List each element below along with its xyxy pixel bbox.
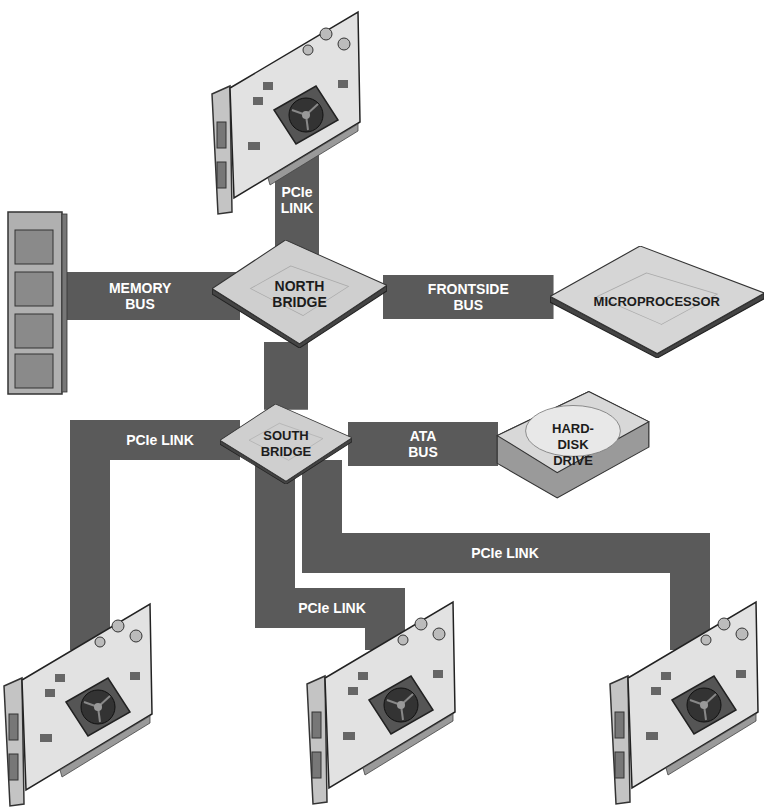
graphics-card: [610, 602, 758, 804]
bus-band: [264, 342, 308, 410]
microprocessor-chip: MICROPROCESSOR: [550, 246, 764, 358]
node-label: NORTH BRIDGE: [272, 278, 326, 310]
memory-module: [8, 212, 67, 394]
graphics-card: [4, 604, 152, 806]
bus-label: PCIe LINK: [123, 431, 197, 449]
bus-label: ATA BUS: [405, 427, 441, 461]
pcie-band: [322, 460, 690, 650]
graphics-card: [307, 602, 455, 804]
south-bridge-chip: SOUTH BRIDGE: [220, 404, 352, 484]
node-label: SOUTH BRIDGE: [261, 428, 312, 460]
bus-label: PCIe LINK: [278, 183, 317, 217]
bus-band: [348, 422, 498, 466]
bus-label: MEMORY BUS: [106, 279, 174, 313]
north-bridge-chip: NORTH BRIDGE: [212, 240, 387, 348]
pcie-band: [90, 440, 240, 650]
node-label: MICROPROCESSOR: [594, 294, 720, 310]
bus-label: PCIe LINK: [468, 544, 542, 562]
hard-disk-drive: HARD-DISK DRIVE: [494, 387, 652, 503]
memory-bus-band: [60, 272, 240, 320]
bus-band: [383, 275, 554, 319]
bus-label: PCIe LINK: [295, 599, 369, 617]
bus-label: FRONTSIDE BUS: [425, 280, 512, 314]
node-label: HARD-DISK DRIVE: [552, 421, 594, 469]
